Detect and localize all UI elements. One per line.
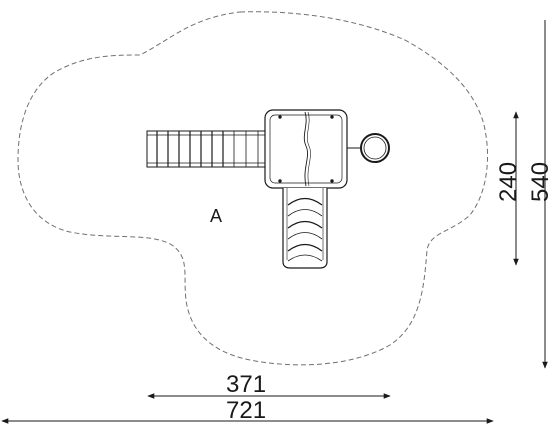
width-dimension [1, 393, 494, 424]
height-dimension [513, 20, 548, 369]
vertical-ladder [282, 188, 328, 269]
safety-zone-outline [17, 11, 489, 366]
height-inner-label: 240 [495, 162, 522, 202]
width-outer-label: 721 [226, 397, 266, 424]
height-outer-label: 540 [527, 162, 550, 202]
horizontal-ladder [146, 130, 267, 168]
zone-label: A [210, 206, 222, 226]
width-inner-label: 371 [226, 371, 266, 398]
tower-platform [264, 109, 348, 189]
steering-wheel [347, 133, 390, 163]
